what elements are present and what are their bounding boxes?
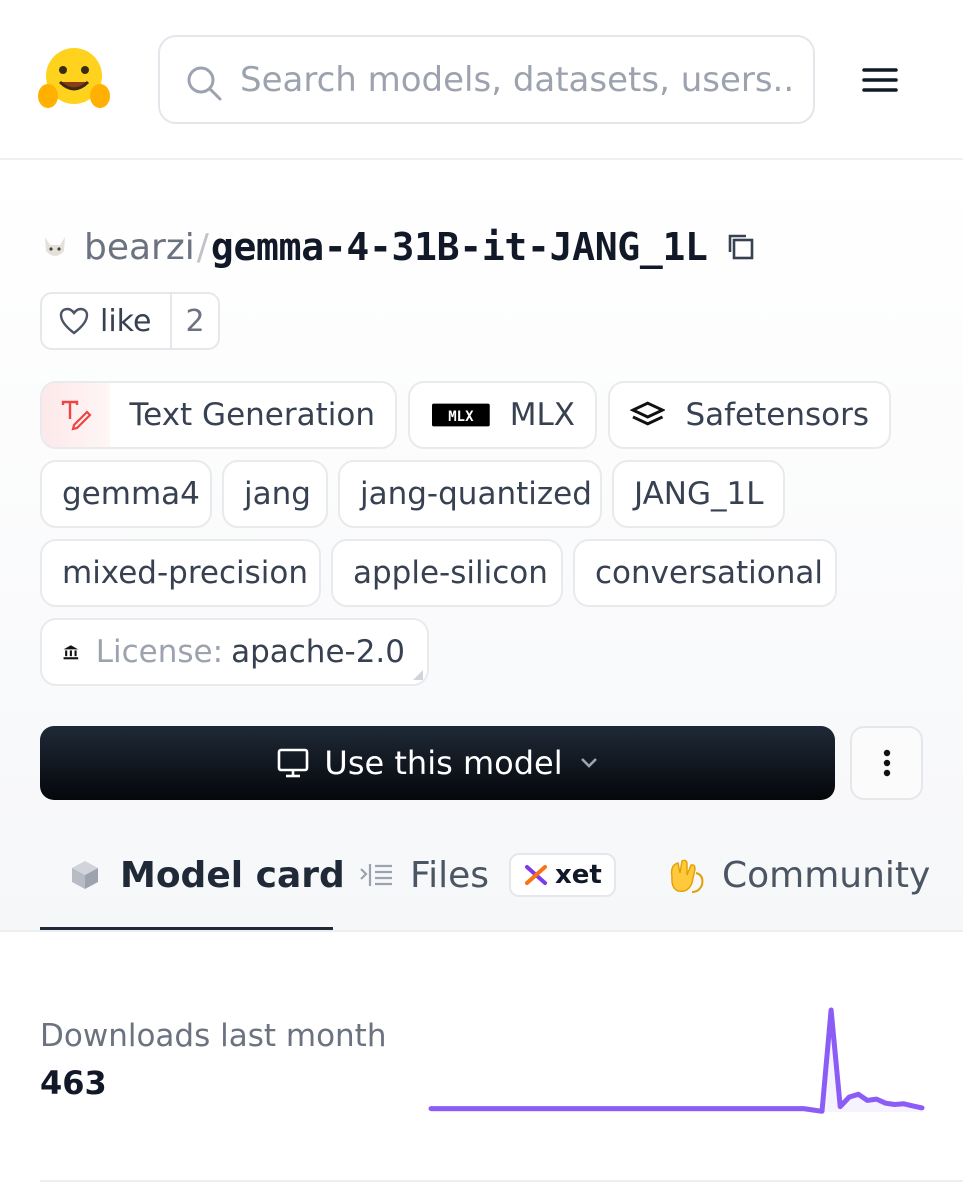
tag-mixed-precision[interactable]: mixed-precision — [40, 539, 321, 607]
tabs-divider — [0, 930, 963, 932]
xet-label: xet — [555, 860, 602, 890]
search-box[interactable] — [158, 35, 815, 124]
tag-label: apple-silicon — [353, 555, 548, 591]
use-this-model-label: Use this model — [324, 744, 563, 782]
repo-name[interactable]: gemma-4-31B-it-JANG_1L — [210, 225, 708, 269]
tag-gemma4[interactable]: gemma4 — [40, 460, 212, 528]
tag-label: Text Generation — [129, 397, 376, 433]
tag-label: mixed-precision — [62, 555, 308, 591]
tag-conversational[interactable]: conversational — [573, 539, 837, 607]
tab-files[interactable]: Files xet — [358, 840, 616, 910]
repo-owner-link[interactable]: bearzi — [84, 226, 195, 268]
tag-text-generation[interactable]: Text Generation — [40, 381, 397, 449]
like-label: like — [100, 303, 152, 339]
downloads-count: 463 — [40, 1064, 107, 1102]
chevron-down-icon — [580, 758, 597, 768]
like-count[interactable]: 2 — [185, 303, 205, 339]
tag-safetensors[interactable]: Safetensors — [608, 381, 891, 449]
tab-label: Model card — [120, 854, 345, 896]
tag-label: MLX — [509, 397, 575, 433]
tag-label: JANG_1L — [634, 476, 764, 512]
vertical-dots-icon — [883, 749, 890, 777]
license-key: License: — [95, 634, 224, 670]
like-toggle[interactable]: like — [42, 294, 172, 348]
tag-label: Safetensors — [685, 397, 869, 433]
like-button[interactable]: like 2 — [40, 292, 220, 350]
section-divider — [40, 1180, 963, 1182]
corner-mark-icon — [413, 670, 423, 680]
tab-label: Community — [722, 854, 931, 896]
tag-label: conversational — [595, 555, 823, 591]
xet-badge: xet — [509, 853, 616, 897]
downloads-label: Downloads last month — [40, 1018, 387, 1054]
hugging-face-logo-icon[interactable] — [38, 46, 110, 112]
top-navbar — [0, 0, 963, 160]
tag-jang-quantized[interactable]: jang-quantized — [338, 460, 602, 528]
tab-model-card[interactable]: Model card — [68, 840, 345, 910]
hamburger-menu-icon[interactable] — [858, 62, 902, 98]
search-icon — [187, 66, 222, 101]
tag-mlx[interactable]: MLX MLX — [408, 381, 597, 449]
active-tab-indicator — [40, 927, 333, 932]
cube-icon — [72, 861, 98, 889]
license-value: apache-2.0 — [231, 634, 405, 670]
bank-license-icon — [63, 645, 79, 660]
repo-title: bearzi / gemma-4-31B-it-JANG_1L — [40, 222, 758, 272]
use-this-model-button[interactable]: Use this model — [40, 726, 835, 800]
tag-apple-silicon[interactable]: apple-silicon — [331, 539, 563, 607]
files-list-icon — [360, 864, 392, 886]
heart-icon — [59, 307, 89, 335]
search-input[interactable] — [240, 55, 795, 105]
text-generation-icon-wrap — [42, 383, 110, 447]
copy-icon[interactable] — [724, 230, 758, 264]
tag-license[interactable]: License: apache-2.0 — [40, 618, 429, 686]
mlx-logo-icon: MLX — [432, 403, 490, 427]
tag-jang-1l[interactable]: JANG_1L — [612, 460, 785, 528]
sparkline-line — [428, 1007, 925, 1114]
waving-hands-icon — [670, 859, 704, 893]
tag-label: gemma4 — [62, 476, 200, 512]
svg-text:MLX: MLX — [448, 409, 474, 425]
tag-label: jang-quantized — [360, 476, 592, 512]
more-options-button[interactable] — [850, 726, 923, 800]
repo-separator: / — [196, 226, 209, 268]
tag-jang[interactable]: jang — [222, 460, 328, 528]
safetensors-layers-icon — [630, 401, 666, 426]
downloads-sparkline — [428, 1007, 925, 1114]
tag-label: jang — [244, 476, 311, 512]
tab-label: Files — [410, 854, 489, 896]
tab-community[interactable]: Community — [666, 840, 930, 910]
owner-avatar-icon[interactable] — [40, 231, 70, 263]
xet-logo-icon — [525, 865, 547, 885]
text-generation-icon — [61, 400, 92, 431]
monitor-icon — [278, 748, 309, 778]
